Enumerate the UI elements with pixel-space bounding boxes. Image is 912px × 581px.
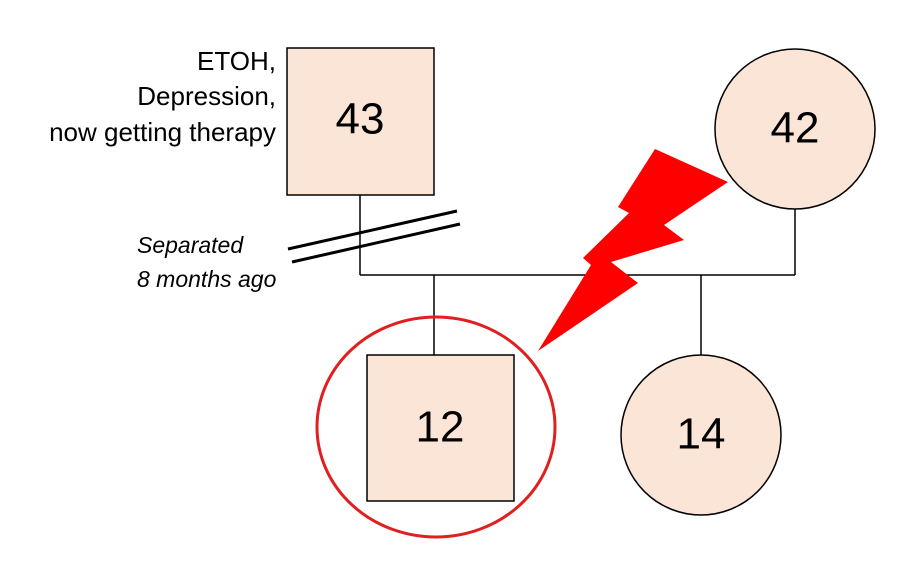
father-note-line-2: Depression, [137, 81, 276, 111]
father-note-line-1: ETOH, [197, 46, 276, 76]
father-node [286, 47, 435, 196]
separation-marks [287, 209, 461, 264]
son-age: 12 [416, 403, 465, 452]
identified-patient-ring [315, 315, 557, 539]
separation-label-line-2: 8 months ago [137, 266, 277, 292]
daughter-age: 14 [677, 410, 726, 459]
separation-label-line-1: Separated [137, 232, 244, 258]
daughter-node [620, 354, 782, 516]
father-note-line-3: now getting therapy [49, 117, 276, 147]
mother-node [714, 48, 876, 210]
father-age: 43 [336, 95, 385, 144]
relationship-lines [359, 195, 796, 355]
conflict-lightning-icon [538, 149, 728, 351]
mother-age: 42 [771, 104, 820, 153]
son-node [366, 354, 515, 502]
